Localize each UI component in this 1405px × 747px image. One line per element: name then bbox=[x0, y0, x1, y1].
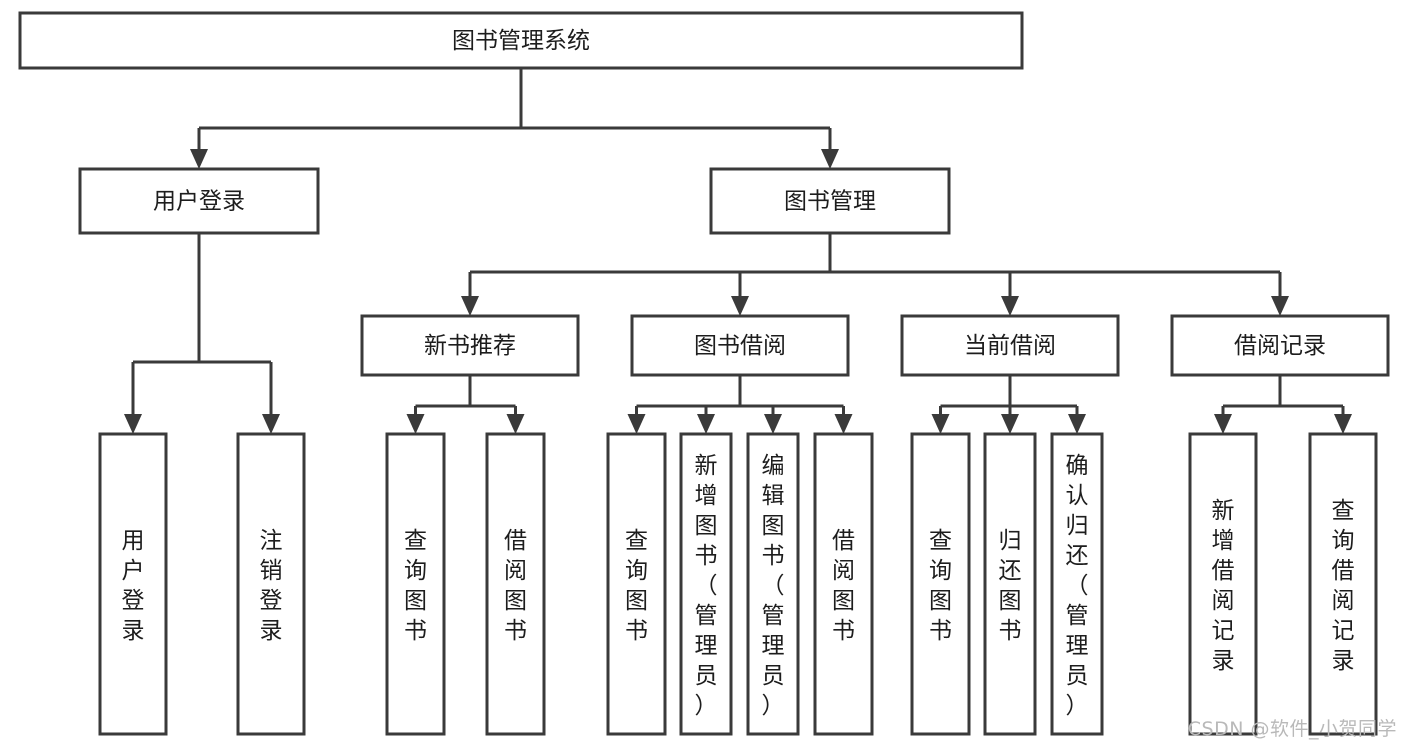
node-leaf-query-book-1-label: 查询图书 bbox=[404, 528, 427, 644]
node-leaf-logout-box bbox=[236, 432, 306, 736]
node-current-borrow[interactable]: 当前借阅 bbox=[900, 314, 1120, 377]
node-leaf-add-book-label: 新增图书（管理员） bbox=[695, 453, 718, 719]
watermark-text: CSDN @软件_小贺同学 bbox=[1187, 718, 1397, 740]
arrow-head-icon bbox=[821, 149, 839, 169]
node-leaf-logout[interactable]: 注销登录 bbox=[236, 432, 306, 736]
arrow-head-icon bbox=[1068, 414, 1086, 434]
node-leaf-edit-book-label: 编辑图书（管理员） bbox=[762, 453, 785, 719]
node-leaf-borrow-book-2-label: 借阅图书 bbox=[832, 528, 855, 644]
node-new-book-rec-label: 新书推荐 bbox=[424, 333, 516, 359]
node-leaf-query-book-3-label: 查询图书 bbox=[929, 528, 952, 644]
node-leaf-query-book-2[interactable]: 查询图书 bbox=[606, 432, 667, 736]
node-borrow-record-box bbox=[1170, 314, 1390, 377]
arrow-head-icon bbox=[124, 414, 142, 434]
node-leaf-confirm-return-box bbox=[1050, 432, 1104, 736]
node-leaf-return-book-label: 归还图书 bbox=[999, 528, 1022, 644]
node-root-system[interactable]: 图书管理系统 bbox=[18, 11, 1024, 70]
node-leaf-edit-book-box bbox=[746, 432, 800, 736]
node-current-borrow-box bbox=[900, 314, 1120, 377]
node-new-book-rec-box bbox=[360, 314, 580, 377]
arrow-head-icon bbox=[406, 414, 425, 434]
node-user-login[interactable]: 用户登录 bbox=[78, 167, 320, 235]
node-leaf-add-book[interactable]: 新增图书（管理员） bbox=[679, 432, 733, 736]
arrow-head-icon bbox=[262, 414, 280, 434]
connector-layer bbox=[124, 68, 1352, 434]
node-leaf-query-book-2-label: 查询图书 bbox=[625, 528, 648, 644]
node-leaf-add-record-box bbox=[1188, 432, 1258, 736]
arrow-head-icon bbox=[1271, 296, 1289, 316]
arrow-head-icon bbox=[931, 414, 950, 434]
node-leaf-query-book-1-box bbox=[385, 432, 446, 736]
node-book-manage-box bbox=[709, 167, 951, 235]
node-leaf-return-book-box bbox=[983, 432, 1037, 736]
node-layer: 图书管理系统用户登录图书管理新书推荐图书借阅当前借阅借阅记录用户登录注销登录查询… bbox=[18, 11, 1390, 736]
node-leaf-query-record-label: 查询借阅记录 bbox=[1332, 498, 1355, 674]
node-leaf-query-book-3-box bbox=[910, 432, 971, 736]
node-leaf-add-book-box bbox=[679, 432, 733, 736]
node-leaf-user-login-label: 用户登录 bbox=[122, 528, 145, 644]
node-leaf-user-login[interactable]: 用户登录 bbox=[98, 432, 168, 736]
node-book-borrow[interactable]: 图书借阅 bbox=[630, 314, 850, 377]
node-new-book-rec[interactable]: 新书推荐 bbox=[360, 314, 580, 377]
arrow-head-icon bbox=[190, 149, 208, 169]
node-leaf-borrow-book-1-box bbox=[485, 432, 546, 736]
node-leaf-query-book-3[interactable]: 查询图书 bbox=[910, 432, 971, 736]
arrow-head-icon bbox=[1001, 296, 1019, 316]
arrow-head-icon bbox=[627, 414, 646, 434]
node-leaf-borrow-book-2[interactable]: 借阅图书 bbox=[813, 432, 874, 736]
arrow-head-icon bbox=[506, 414, 525, 434]
node-leaf-query-book-1[interactable]: 查询图书 bbox=[385, 432, 446, 736]
node-book-borrow-box bbox=[630, 314, 850, 377]
arrow-head-icon bbox=[1334, 414, 1352, 434]
node-leaf-query-record[interactable]: 查询借阅记录 bbox=[1308, 432, 1378, 736]
arrow-head-icon bbox=[764, 414, 782, 434]
node-leaf-return-book[interactable]: 归还图书 bbox=[983, 432, 1037, 736]
node-leaf-add-record-label: 新增借阅记录 bbox=[1212, 498, 1235, 674]
node-leaf-confirm-return[interactable]: 确认归还（管理员） bbox=[1050, 432, 1104, 736]
node-leaf-confirm-return-label: 确认归还（管理员） bbox=[1066, 453, 1089, 719]
node-root-system-label: 图书管理系统 bbox=[452, 28, 590, 54]
node-leaf-borrow-book-1[interactable]: 借阅图书 bbox=[485, 432, 546, 736]
node-book-manage[interactable]: 图书管理 bbox=[709, 167, 951, 235]
arrow-head-icon bbox=[697, 414, 715, 434]
node-leaf-logout-label: 注销登录 bbox=[260, 528, 283, 644]
node-user-login-label: 用户登录 bbox=[153, 189, 245, 215]
node-leaf-add-record[interactable]: 新增借阅记录 bbox=[1188, 432, 1258, 736]
node-book-borrow-label: 图书借阅 bbox=[694, 333, 786, 359]
node-leaf-query-book-2-box bbox=[606, 432, 667, 736]
arrow-head-icon bbox=[731, 296, 749, 316]
arrow-head-icon bbox=[1001, 414, 1019, 434]
node-user-login-box bbox=[78, 167, 320, 235]
node-current-borrow-label: 当前借阅 bbox=[964, 333, 1056, 359]
node-leaf-query-record-box bbox=[1308, 432, 1378, 736]
arrow-head-icon bbox=[834, 414, 853, 434]
node-borrow-record-label: 借阅记录 bbox=[1234, 333, 1326, 359]
node-leaf-edit-book[interactable]: 编辑图书（管理员） bbox=[746, 432, 800, 736]
node-leaf-user-login-box bbox=[98, 432, 168, 736]
node-root-system-box bbox=[18, 11, 1024, 70]
node-borrow-record[interactable]: 借阅记录 bbox=[1170, 314, 1390, 377]
arrow-head-icon bbox=[1214, 414, 1232, 434]
node-book-manage-label: 图书管理 bbox=[784, 189, 876, 215]
node-leaf-borrow-book-2-box bbox=[813, 432, 874, 736]
arrow-head-icon bbox=[461, 296, 479, 316]
node-leaf-borrow-book-1-label: 借阅图书 bbox=[504, 528, 527, 644]
